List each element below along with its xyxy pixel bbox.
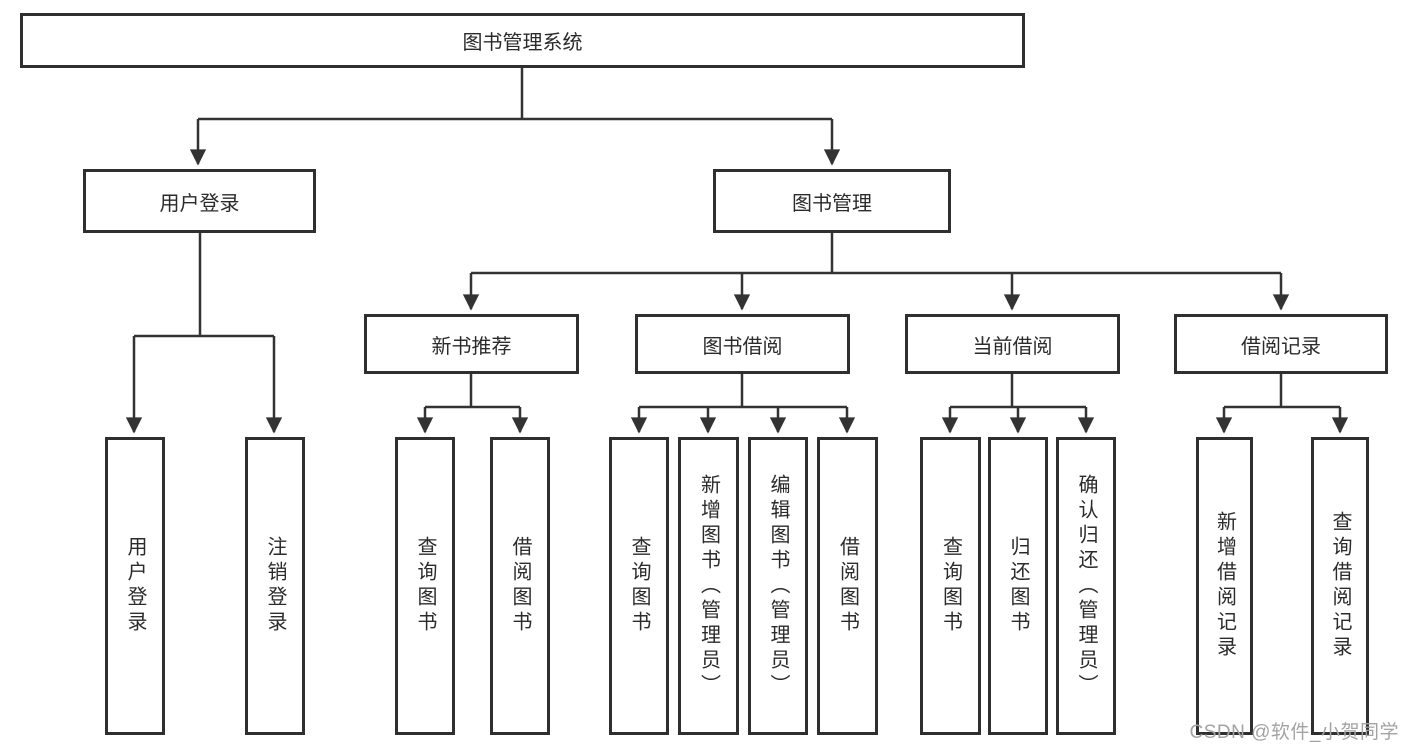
leaf-query-borrow-record: 查询借阅记录 <box>1311 437 1369 735</box>
node-new-book-recommend: 新书推荐 <box>364 314 579 374</box>
leaf-borrow-books-recommend: 借阅图书 <box>490 437 550 735</box>
node-book-management: 图书管理 <box>713 169 951 233</box>
leaf-logout: 注销登录 <box>245 437 305 735</box>
csdn-watermark: CSDN @软件_小贺同学 <box>1189 722 1399 743</box>
leaf-user-login: 用户登录 <box>105 437 165 735</box>
leaf-edit-book-admin: 编辑图书（管理员） <box>748 437 808 735</box>
leaf-return-book: 归还图书 <box>988 437 1048 735</box>
leaf-query-books-borrowing: 查询图书 <box>609 437 669 735</box>
node-user-login: 用户登录 <box>83 169 316 233</box>
node-root-library-system: 图书管理系统 <box>20 13 1025 68</box>
leaf-confirm-return-admin: 确认归还（管理员） <box>1056 437 1116 735</box>
leaf-add-book-admin: 新增图书（管理员） <box>678 437 739 735</box>
node-current-borrowing: 当前借阅 <box>905 314 1120 374</box>
leaf-add-borrow-record: 新增借阅记录 <box>1196 437 1253 735</box>
leaf-query-books-current: 查询图书 <box>920 437 981 735</box>
node-book-borrowing: 图书借阅 <box>635 314 850 374</box>
leaf-borrow-book: 借阅图书 <box>817 437 878 735</box>
node-borrow-records: 借阅记录 <box>1174 314 1388 374</box>
leaf-query-books-recommend: 查询图书 <box>395 437 455 735</box>
